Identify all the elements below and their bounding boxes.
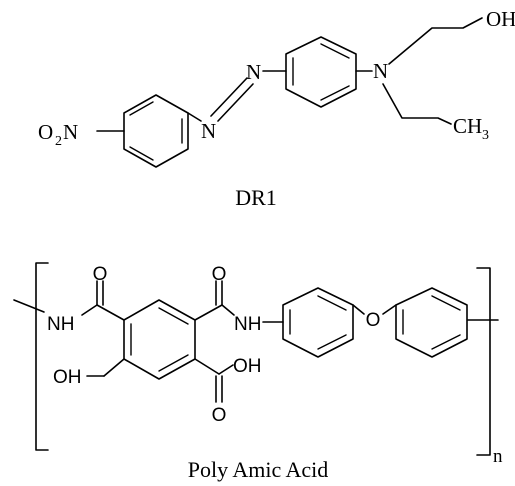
dr1-ring-azo-bond	[187, 112, 202, 122]
dr1-azo-n-upper-label: N	[246, 60, 261, 84]
paa-acid-oh-bond	[218, 364, 234, 375]
dr1-nitro-subscript: 2	[55, 134, 62, 149]
paa-ether-o-label: O	[366, 310, 381, 331]
paa-phenyl-ring-2	[395, 287, 468, 358]
paa-hydroxyl-label: OH	[53, 367, 82, 388]
dr1-methyl-ch: CH	[453, 114, 482, 138]
paa-right-bracket	[476, 267, 491, 456]
dr1-methyl-subscript: 3	[482, 128, 489, 143]
dr1-methyl-label: CH 3	[453, 114, 489, 143]
dr1-caption: DR1	[235, 185, 277, 210]
paa-left-end-bond	[13, 299, 45, 313]
paa-caption: Poly Amic Acid	[188, 457, 329, 482]
paa-left-amide-bond	[81, 304, 98, 316]
dr1-structure: OH N N N O 2 N CH 3	[38, 7, 515, 168]
paa-repeat-n-label: n	[493, 446, 503, 467]
paa-left-carbonyl-bond	[96, 304, 125, 321]
dr1-azo-double-bond-a	[210, 77, 248, 117]
dr1-nitro-n: N	[63, 120, 78, 144]
paa-ether-bond-left	[352, 304, 365, 315]
paa-nh-left-label: NH	[47, 314, 74, 335]
dr1-hydroxyethyl-chain	[388, 17, 483, 65]
dr1-azo-n-lower-label: N	[201, 119, 216, 143]
paa-ch2-bond	[103, 358, 125, 377]
paa-ether-bond-right	[382, 304, 397, 315]
dr1-aminophenyl-ring	[285, 36, 357, 108]
dr1-nitro-o: O	[38, 120, 53, 144]
paa-acid-o-label: O	[212, 405, 227, 426]
paa-carbonyl-o-right-label: O	[212, 264, 227, 285]
paa-right-carbonyl-bond	[194, 304, 223, 321]
paa-structure: O O NH NH O OH OH O n	[13, 262, 503, 467]
dr1-nitro-group-label: O 2 N	[38, 120, 78, 149]
paa-phenyl-ring-1	[282, 287, 354, 358]
paa-central-ring	[123, 299, 196, 380]
dr1-azo-double-bond-b	[217, 83, 254, 122]
paa-right-amide-bond	[221, 304, 235, 316]
paa-carbonyl-o-left-label: O	[93, 264, 108, 285]
dr1-nitrophenyl-ring	[123, 94, 189, 168]
dr1-ethyl-chain	[382, 83, 452, 125]
dr1-amine-n-label: N	[373, 59, 388, 83]
paa-acid-oh-label: OH	[233, 356, 262, 377]
dr1-hydroxyl-label: OH	[486, 7, 515, 31]
paa-acid-carbon-bond	[194, 358, 220, 375]
paa-left-bracket	[35, 262, 49, 451]
paa-nh-right-label: NH	[234, 314, 261, 335]
